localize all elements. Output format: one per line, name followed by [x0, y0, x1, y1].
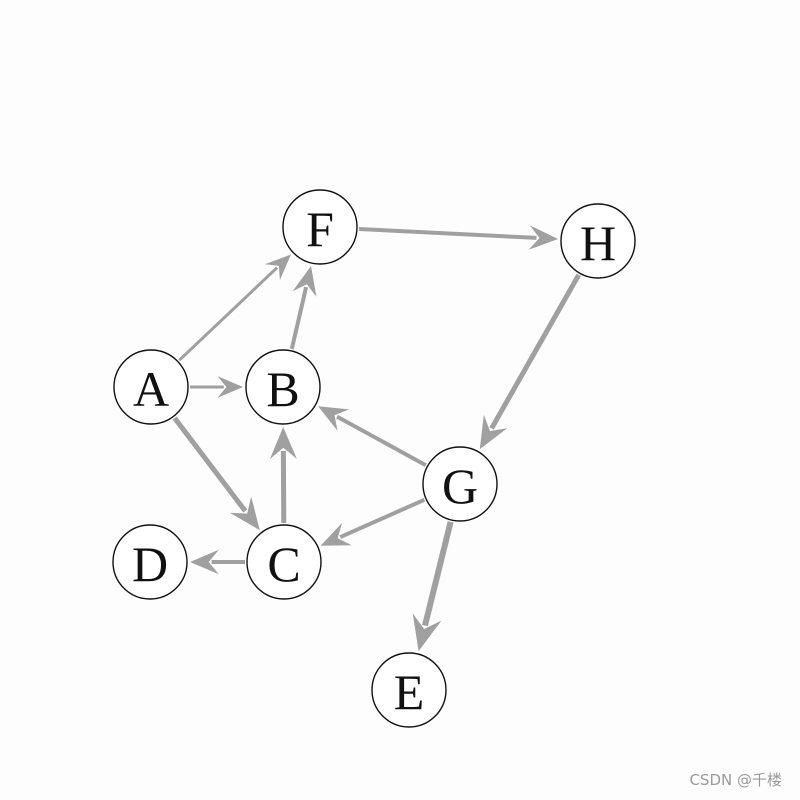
node-label: H [580, 215, 616, 271]
arrow-head [229, 496, 260, 531]
node-label: G [442, 458, 478, 514]
node-label: C [267, 536, 300, 592]
edge-c-to-d [190, 549, 245, 575]
edge-f-to-h [358, 225, 559, 250]
edge-line [172, 416, 248, 513]
arrow-head [479, 414, 508, 450]
arrow-head [412, 613, 442, 652]
arrow-head [320, 523, 352, 546]
arrow-head [190, 549, 219, 575]
arrow-head [292, 266, 317, 297]
edge-g-to-e [412, 521, 454, 652]
edge-line [178, 266, 279, 362]
node-circle [560, 203, 636, 279]
edge-c-to-b [269, 427, 297, 524]
edges-layer [172, 225, 581, 652]
edge-h-to-g [479, 273, 581, 450]
node-label: E [394, 664, 425, 720]
nodes-layer: F H A B G D C E [112, 189, 636, 728]
arrow-head [217, 376, 243, 398]
node-circle [371, 652, 447, 728]
arrow-head [269, 427, 297, 460]
node-d: D [112, 524, 188, 600]
edge-g-to-c [320, 497, 426, 546]
edge-line [289, 286, 309, 350]
node-g: G [422, 446, 498, 522]
node-label: D [132, 536, 168, 592]
arrow-head [528, 225, 559, 250]
node-e: E [371, 652, 447, 728]
edge-a-to-f [178, 254, 291, 362]
node-f: F [282, 189, 358, 265]
node-circle [113, 349, 189, 425]
edge-a-to-b [190, 376, 243, 398]
node-circle [246, 524, 322, 600]
edge-line [339, 497, 426, 539]
arrow-head [264, 254, 291, 280]
watermark: CSDN @千楼 [689, 771, 782, 789]
node-b: B [245, 349, 321, 425]
node-label: B [266, 361, 299, 417]
node-h: H [560, 203, 636, 279]
node-circle [245, 349, 321, 425]
node-a: A [113, 349, 189, 425]
edge-line [489, 273, 581, 430]
node-circle [112, 524, 188, 600]
edge-line [336, 414, 427, 468]
node-c: C [246, 524, 322, 600]
edge-line [422, 521, 454, 627]
edge-g-to-b [318, 406, 427, 468]
node-label: F [306, 201, 334, 257]
node-circle [282, 189, 358, 265]
node-circle [422, 446, 498, 522]
edge-a-to-c [172, 416, 260, 531]
node-label: A [133, 361, 169, 417]
edge-b-to-f [289, 266, 317, 350]
edge-line [358, 226, 537, 240]
arrow-head [318, 406, 350, 431]
